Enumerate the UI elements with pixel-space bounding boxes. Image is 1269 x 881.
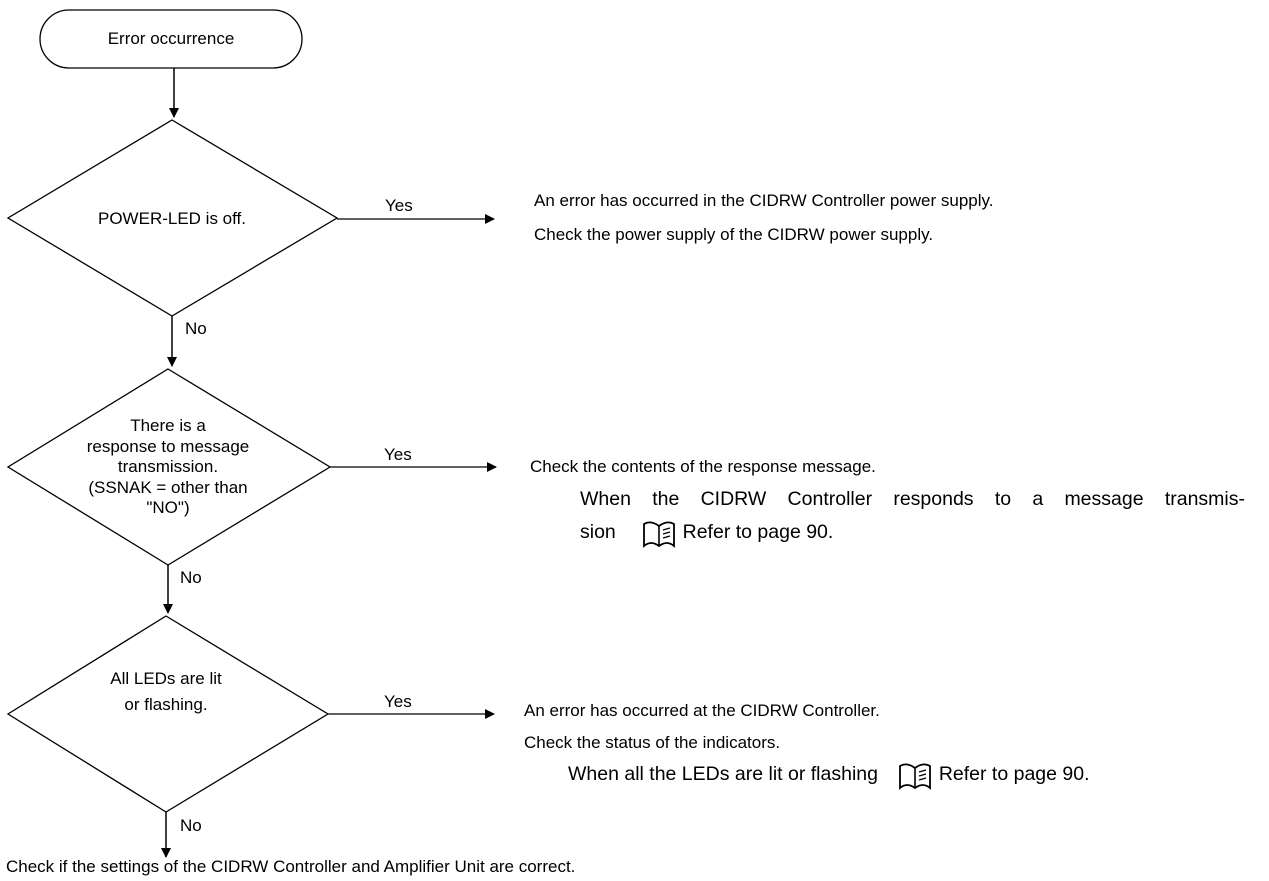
decision-3-no: No [180,816,202,835]
decision-3-yes: Yes [384,692,412,711]
decision-2-line: "NO") [146,498,190,517]
result-3-line: When all the LEDs are lit or flashing Re… [568,759,1090,790]
decision-1-yes: Yes [385,196,413,215]
result-3-when: When all the LEDs are lit or flashing [568,763,878,785]
decision-2-label: There is a response to message transmiss… [20,416,316,519]
decision-1-no: No [185,319,207,338]
decision-3-line: All LEDs are lit [110,669,222,688]
result-2-line: When the CIDRW Controller responds to a … [580,488,1245,510]
result-2-line: sion Refer to page 90. [580,517,833,548]
decision-1-label: POWER-LED is off. [98,209,246,228]
decision-2-no: No [180,568,202,587]
result-3-refer[interactable]: Refer to page 90. [938,763,1090,785]
decision-2-yes: Yes [384,445,412,464]
start-label: Error occurrence [107,29,235,48]
result-3-line: An error has occurred at the CIDRW Contr… [524,701,880,720]
book-reference-icon [641,518,677,548]
result-2-sion: sion [580,521,616,543]
decision-2-line: response to message [86,436,250,456]
result-2-refer[interactable]: Refer to page 90. [682,521,834,543]
result-1-line: Check the power supply of the CIDRW powe… [534,225,934,244]
decision-2-line: (SSNAK = other than [88,477,248,497]
decision-2-line: transmission. [117,457,219,476]
book-reference-icon [897,760,933,790]
decision-2-line: There is a [130,416,206,435]
decision-3-line: or flashing. [124,695,208,714]
result-3-line: Check the status of the indicators. [524,733,781,752]
result-1-line: An error has occurred in the CIDRW Contr… [534,191,994,210]
result-2-line: Check the contents of the response messa… [530,457,876,476]
start-terminal [39,9,303,69]
decision-3-label: All LEDs are lit or flashing. [40,666,292,718]
final-step: Check if the settings of the CIDRW Contr… [6,857,576,876]
